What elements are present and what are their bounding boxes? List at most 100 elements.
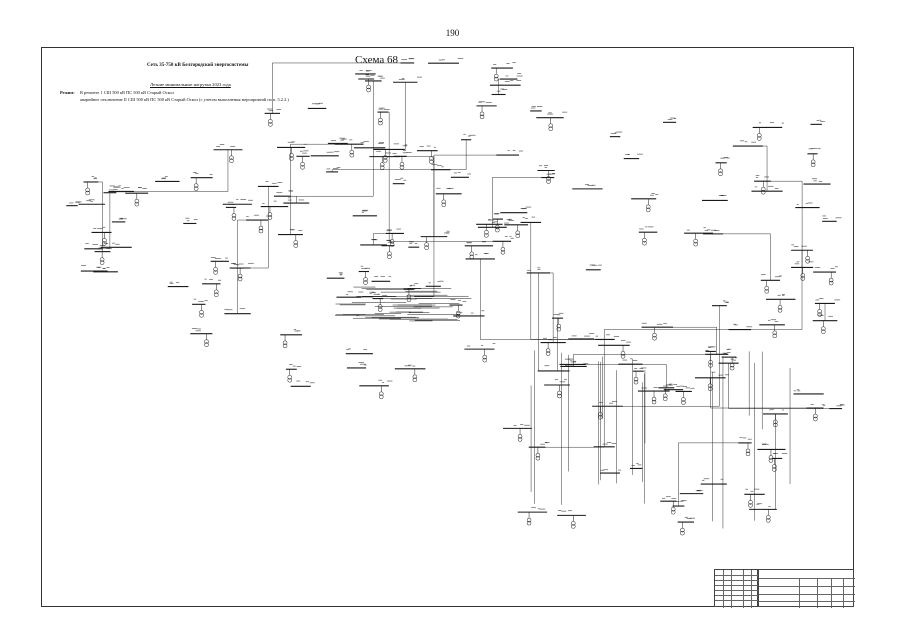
transformer-winding <box>479 114 485 120</box>
node-annotation <box>484 253 489 255</box>
node-annotation <box>92 243 99 245</box>
node-annotation <box>408 364 412 366</box>
node-annotation <box>195 330 201 332</box>
node-annotation <box>305 381 309 383</box>
node-annotation <box>333 168 339 170</box>
load-title: Летние минимальные нагрузки 2023 года <box>150 82 231 87</box>
transformer-winding <box>764 289 769 294</box>
node-annotation <box>506 219 511 221</box>
node-annotation <box>734 357 738 359</box>
node-annotation <box>442 59 445 61</box>
node-annotation <box>386 240 392 242</box>
transformer-winding <box>670 509 676 515</box>
node-annotation <box>525 206 532 208</box>
node-annotation <box>587 185 593 186</box>
transformer-winding <box>546 176 551 181</box>
node-annotation <box>762 444 766 445</box>
node-annotation <box>268 110 274 112</box>
transmission-line <box>282 196 297 204</box>
node-annotation <box>204 300 208 302</box>
node-annotation <box>75 201 81 203</box>
node-annotation <box>369 293 372 294</box>
transformer-winding <box>828 277 834 283</box>
transformer-winding <box>134 201 140 207</box>
transformer-winding <box>526 520 532 526</box>
transmission-line <box>538 272 554 343</box>
node-annotation <box>106 248 110 249</box>
node-annotation <box>821 404 825 406</box>
node-annotation <box>816 120 819 121</box>
node-annotation <box>661 497 666 499</box>
node-annotation <box>782 294 785 296</box>
transformer-winding <box>800 273 806 278</box>
node-annotation <box>727 352 731 353</box>
title-block-rule <box>759 601 855 602</box>
transformer-winding <box>556 323 562 329</box>
node-annotation <box>371 239 377 240</box>
transformer-winding <box>545 348 551 353</box>
node-annotation <box>192 172 197 173</box>
title-block-rule <box>715 600 759 601</box>
node-annotation <box>683 386 688 388</box>
node-annotation <box>589 333 595 334</box>
transformer-winding <box>642 240 647 246</box>
node-annotation <box>409 243 413 245</box>
node-annotation <box>554 379 559 381</box>
node-annotation <box>334 151 340 153</box>
node-annotation <box>265 181 269 182</box>
transmission-line <box>657 326 717 355</box>
node-annotation <box>277 182 283 183</box>
node-annotation <box>97 228 103 230</box>
node-annotation <box>600 469 605 471</box>
node-annotation <box>493 64 497 65</box>
node-annotation <box>296 330 301 332</box>
node-annotation <box>836 405 842 407</box>
transformer-winding <box>693 238 698 244</box>
node-annotation <box>537 267 541 269</box>
transformer-winding <box>777 305 783 310</box>
node-annotation <box>718 195 724 196</box>
node-annotation <box>811 178 817 180</box>
node-annotation <box>360 363 366 365</box>
node-annotation <box>644 226 648 228</box>
node-annotation <box>341 138 347 140</box>
title-block-rule <box>831 578 832 608</box>
node-annotation <box>822 215 827 217</box>
node-annotation <box>339 273 343 275</box>
node-annotation <box>774 276 781 278</box>
node-annotation <box>470 312 474 314</box>
node-annotation <box>761 443 768 445</box>
node-annotation <box>707 346 714 348</box>
drawing-title-block <box>758 569 855 608</box>
node-annotation <box>361 211 365 213</box>
node-annotation <box>562 111 568 113</box>
transformer-winding <box>199 313 204 318</box>
node-annotation <box>239 308 246 310</box>
transformer-winding <box>745 448 751 454</box>
node-annotation <box>347 291 353 293</box>
node-annotation <box>458 300 461 301</box>
node-annotation <box>510 80 514 82</box>
node-annotation <box>462 301 467 302</box>
transformer-winding <box>597 411 603 417</box>
node-annotation <box>294 330 299 332</box>
transmission-line <box>123 149 229 192</box>
transformer-winding <box>267 212 273 217</box>
node-annotation <box>496 90 501 92</box>
node-annotation <box>240 199 247 200</box>
transformer-winding <box>718 171 723 177</box>
title-block-rule <box>751 570 752 608</box>
node-annotation <box>641 387 648 389</box>
transformer-winding <box>828 280 834 286</box>
node-annotation <box>544 365 550 367</box>
node-annotation <box>402 152 408 154</box>
node-annotation <box>673 384 678 385</box>
transformer-winding <box>424 245 429 250</box>
transformer-winding <box>134 198 140 204</box>
transformer-winding <box>645 204 651 210</box>
node-annotation <box>363 349 368 351</box>
transmission-line <box>367 236 435 297</box>
transformer-winding <box>708 360 713 365</box>
node-annotation <box>169 281 173 283</box>
node-annotation <box>656 323 663 325</box>
